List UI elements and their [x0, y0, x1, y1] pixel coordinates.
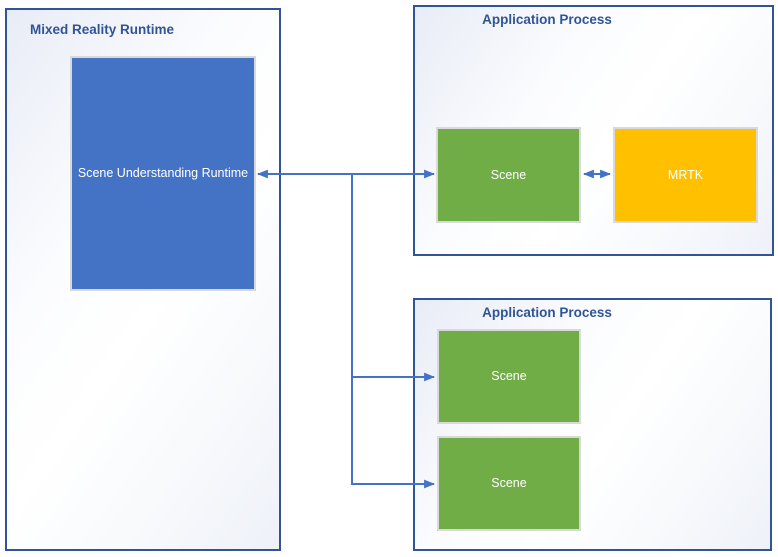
scene-box-bottom-1: Scene: [437, 329, 581, 424]
application-process-bottom-title: Application Process: [482, 305, 612, 320]
application-process-top-container: Application Process Scene MRTK: [413, 5, 774, 256]
scene-box-bottom-2: Scene: [437, 436, 581, 531]
mrtk-box-label: MRTK: [667, 167, 704, 182]
scene-box-bottom-2-label: Scene: [491, 476, 527, 490]
mrtk-box: MRTK: [613, 127, 758, 223]
scene-box-bottom-1-label: Scene: [491, 369, 527, 383]
mixed-reality-runtime-container: Mixed Reality Runtime Scene Understandin…: [5, 8, 281, 551]
scene-understanding-runtime-box: Scene Understanding Runtime: [70, 56, 256, 291]
scene-understanding-runtime-label: Scene Understanding Runtime: [77, 166, 249, 180]
application-process-top-title: Application Process: [482, 12, 612, 27]
scene-box-top-label: Scene: [490, 167, 527, 182]
scene-box-top: Scene: [436, 127, 581, 223]
application-process-bottom-container: Application Process Scene Scene: [413, 298, 772, 551]
mixed-reality-runtime-title: Mixed Reality Runtime: [30, 22, 175, 37]
